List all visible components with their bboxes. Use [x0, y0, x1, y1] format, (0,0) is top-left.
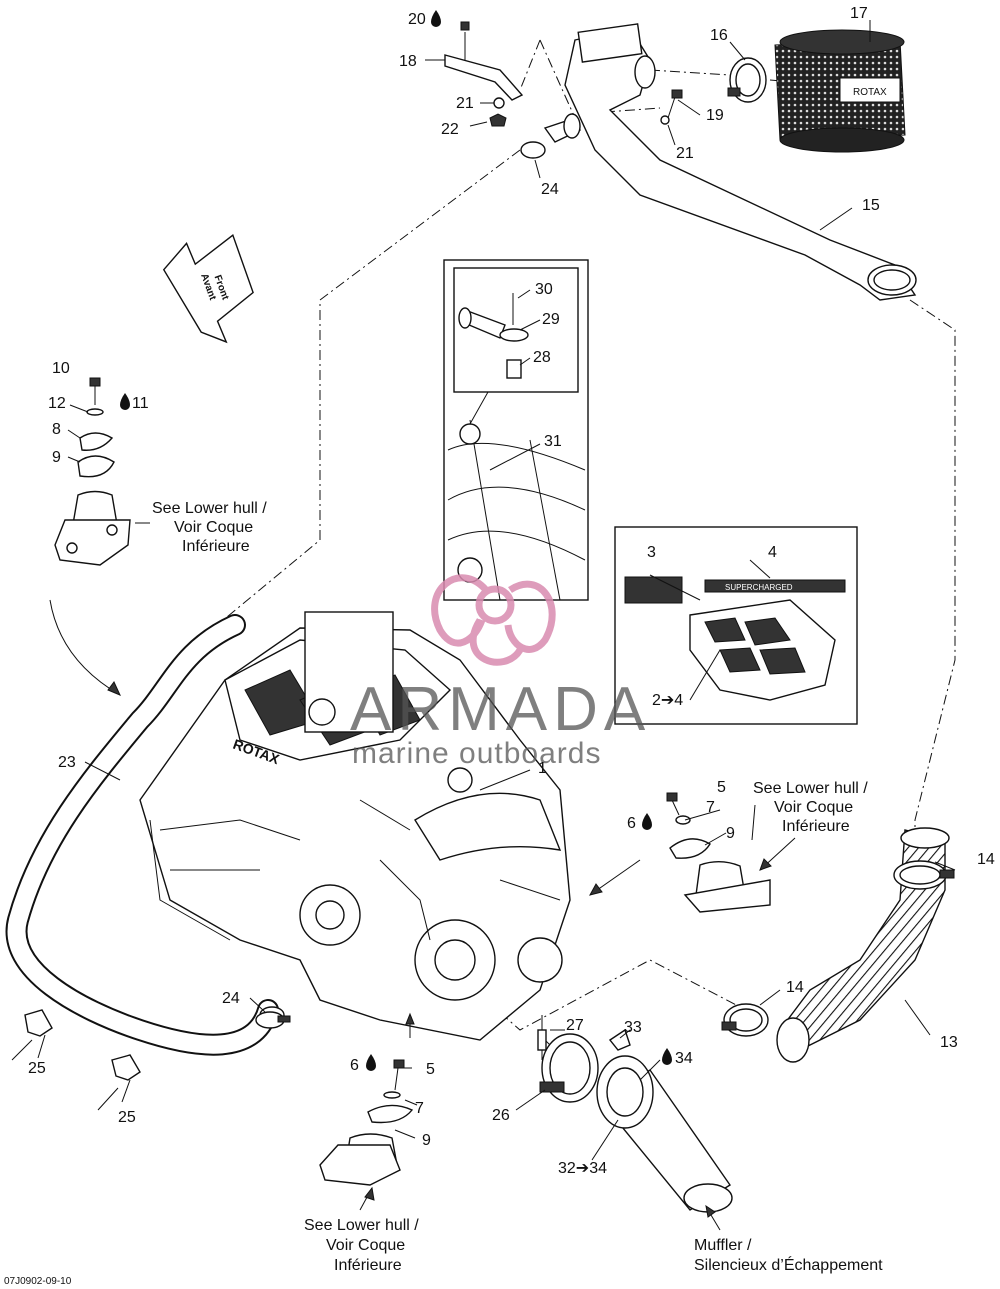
label-32-34: 32➔34: [558, 1160, 607, 1177]
screw-19: [660, 89, 683, 125]
drop-icon: [642, 813, 652, 830]
label-3: 3: [647, 544, 656, 561]
label-5b: 5: [426, 1061, 435, 1078]
muffler: [596, 1028, 733, 1213]
note-lower-hull-bottom: See Lower hull / Voir Coque Inférieure: [304, 1217, 419, 1274]
clamp-24-lower: [255, 1011, 291, 1029]
label-6: 6: [627, 815, 636, 832]
direction-arrows: [49, 599, 796, 1231]
air-filter: ROTAX: [774, 29, 906, 153]
label-9b: 9: [726, 825, 735, 842]
label-14: 14: [977, 851, 995, 868]
label-28: 28: [533, 349, 551, 366]
drop-icon: [366, 1054, 376, 1071]
label-9c: 9: [422, 1132, 431, 1149]
label-21: 21: [456, 95, 474, 112]
document-code: 07J0902-09-10: [4, 1276, 72, 1287]
engine-assembly: ROTAX: [139, 611, 571, 1041]
filter-brand-label: ROTAX: [853, 87, 887, 98]
watermark-subtitle: marine outboards: [352, 737, 601, 770]
propeller-logo: [431, 574, 556, 666]
label-24b: 24: [222, 990, 240, 1007]
detail-inset-28-31: [443, 259, 589, 601]
svg-text:Muffler /: Muffler /: [694, 1237, 752, 1254]
svg-text:Voir Coque: Voir Coque: [326, 1237, 405, 1254]
engine-mount-left: [54, 377, 131, 566]
armada-watermark: ARMADA marine outboards: [350, 574, 651, 770]
label-26: 26: [492, 1107, 510, 1124]
label-29: 29: [542, 311, 560, 328]
svg-text:Voir Coque: Voir Coque: [174, 519, 253, 536]
label-25: 25: [28, 1060, 46, 1077]
hose-clamp-16: [727, 57, 767, 103]
drop-icon: [120, 393, 130, 410]
svg-text:See Lower hull /: See Lower hull /: [152, 500, 267, 517]
label-5: 5: [717, 779, 726, 796]
clip-25: [11, 1009, 141, 1111]
engine-mount-right: [666, 792, 771, 913]
label-7b: 7: [415, 1100, 424, 1117]
part-labels: 20 18 21 22 24 16 17 19 21 15 30 29 28 3…: [28, 5, 995, 1177]
label-22: 22: [441, 121, 459, 138]
note-muffler: Muffler / Silencieux d’Échappement: [694, 1237, 883, 1274]
drop-icon: [431, 10, 441, 27]
label-27: 27: [566, 1017, 584, 1034]
label-8: 8: [52, 421, 61, 438]
watermark-title: ARMADA: [350, 675, 651, 744]
label-15: 15: [862, 197, 880, 214]
label-9: 9: [52, 449, 61, 466]
label-6b: 6: [350, 1057, 359, 1074]
decal-text: SUPERCHARGED: [725, 583, 793, 592]
svg-text:Inférieure: Inférieure: [182, 538, 250, 555]
label-25b: 25: [118, 1109, 136, 1126]
svg-text:Inférieure: Inférieure: [782, 818, 850, 835]
engine-mount-bottom: [319, 1059, 414, 1186]
label-21b: 21: [676, 145, 694, 162]
hose-clamp-14: [721, 860, 955, 1037]
label-16: 16: [710, 27, 728, 44]
decal-inset-2-4: SUPERCHARGED: [614, 526, 858, 725]
glue-drop-icons: [120, 10, 672, 1071]
label-4: 4: [768, 544, 777, 561]
note-lower-hull-left: See Lower hull / Voir Coque Inférieure: [152, 500, 267, 555]
note-lower-hull-right: See Lower hull / Voir Coque Inférieure: [753, 780, 868, 835]
intake-tube: [564, 23, 917, 301]
front-direction-arrow: Front Avant: [162, 234, 254, 344]
svg-text:Inférieure: Inférieure: [334, 1257, 402, 1274]
label-14b: 14: [786, 979, 804, 996]
label-24: 24: [541, 181, 559, 198]
label-10: 10: [52, 360, 70, 377]
label-18: 18: [399, 53, 417, 70]
label-19: 19: [706, 107, 724, 124]
fitting-24-top: [520, 113, 581, 159]
label-31: 31: [544, 433, 562, 450]
label-1: 1: [538, 760, 547, 777]
label-23: 23: [58, 754, 76, 771]
leader-lines: [37, 20, 956, 1161]
label-34: 34: [675, 1050, 693, 1067]
drop-icon: [662, 1048, 672, 1065]
label-2-4: 2➔4: [652, 692, 683, 709]
label-17: 17: [850, 5, 868, 22]
svg-text:See Lower hull /: See Lower hull /: [753, 780, 868, 797]
label-7: 7: [706, 799, 715, 816]
svg-text:Voir Coque: Voir Coque: [774, 799, 853, 816]
label-13: 13: [940, 1034, 958, 1051]
svg-text:See Lower hull /: See Lower hull /: [304, 1217, 419, 1234]
bracket-18: [444, 21, 524, 127]
exhaust-clamp-26: [537, 1015, 599, 1103]
label-12: 12: [48, 395, 66, 412]
label-11: 11: [132, 395, 149, 412]
svg-text:Silencieux d’Échappement: Silencieux d’Échappement: [694, 1255, 883, 1274]
label-20: 20: [408, 11, 426, 28]
label-30: 30: [535, 281, 553, 298]
label-33: 33: [624, 1019, 642, 1036]
